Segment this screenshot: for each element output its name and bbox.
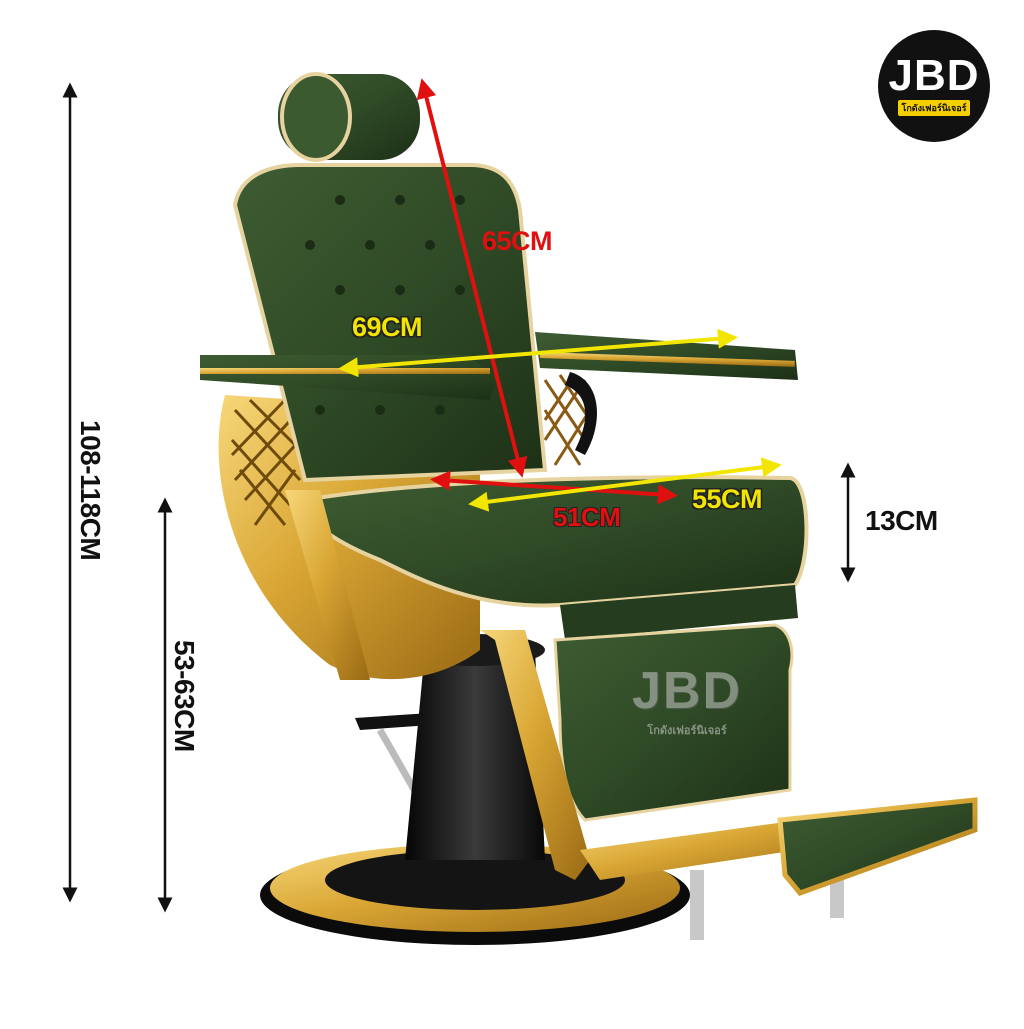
gold-leg-frame xyxy=(480,630,590,880)
total-height-label: 108-118CM xyxy=(75,420,106,561)
side-lattice xyxy=(230,398,312,526)
seat-depth-label: 51CM xyxy=(553,502,621,532)
seat-base-panel xyxy=(560,585,798,640)
watermark-subtitle: โกดังเฟอร์นิเจอร์ xyxy=(647,725,727,737)
hydraulic-column xyxy=(405,650,545,860)
seat-width-label: 55CM xyxy=(692,484,763,514)
leg-rest xyxy=(553,623,794,822)
brand-logo: JBD โกดังเฟอร์นิเจอร์ xyxy=(878,30,990,142)
logo-subtitle: โกดังเฟอร์นิเจอร์ xyxy=(897,100,971,116)
arm-width-label: 69CM xyxy=(352,312,423,342)
watermark-text: JBD xyxy=(631,662,743,720)
backrest-length-label: 65CM xyxy=(482,226,553,256)
seat-height-label: 53-63CM xyxy=(169,640,200,752)
logo-text: JBD xyxy=(888,51,980,100)
backrest-length-arrow xyxy=(416,78,528,478)
brand-watermark: JBD โกดังเฟอร์นิเจอร์ xyxy=(628,665,746,739)
gold-front-strut xyxy=(285,490,370,680)
seat-width-arrow xyxy=(468,457,782,512)
footrest xyxy=(580,797,978,896)
seat-thickness-label: 13CM xyxy=(865,505,938,536)
arm-width-arrow xyxy=(338,328,738,378)
headrest xyxy=(278,72,420,162)
